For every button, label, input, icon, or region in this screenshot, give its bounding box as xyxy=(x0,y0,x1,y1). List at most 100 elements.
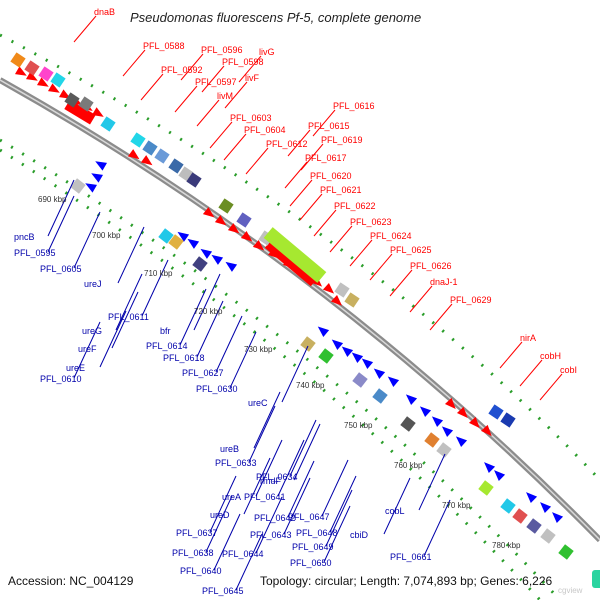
forward-label-leader xyxy=(201,65,225,93)
reverse-label-leader xyxy=(213,513,241,571)
forward-gene-arrow xyxy=(202,207,215,218)
forward-gene-label: cobH xyxy=(540,351,561,361)
reverse-gene-block-shape xyxy=(512,508,528,524)
reverse-gene-block-shape xyxy=(400,416,416,432)
forward-gene-block xyxy=(24,60,40,76)
reverse-gene-arrow-shape xyxy=(441,426,454,438)
forward-gene-block-shape xyxy=(186,172,202,188)
forward-gene-label: PFL_0603 xyxy=(230,113,272,123)
reverse-gene-arrow xyxy=(187,238,200,249)
reverse-gene-arrow xyxy=(441,426,454,438)
forward-gene-label: livF xyxy=(245,73,259,83)
forward-gene-block-shape xyxy=(78,96,94,112)
reverse-gene-block-shape xyxy=(318,348,334,364)
forward-gene-label: cobI xyxy=(560,365,577,375)
kbp-tick-label: 710 kbp xyxy=(144,269,173,278)
forward-gene-label: PFL_0598 xyxy=(222,57,264,67)
reverse-label-leader xyxy=(423,499,451,557)
reverse-gene-label: PFL_0650 xyxy=(290,558,332,568)
forward-label-leader xyxy=(196,99,220,127)
reverse-gene-label: PFL_0642 xyxy=(254,513,296,523)
forward-gene-label: PFL_0596 xyxy=(201,45,243,55)
forward-gene-label: PFL_0597 xyxy=(195,77,237,87)
reverse-gene-arrow-shape xyxy=(540,502,552,514)
reverse-gene-arrow xyxy=(526,492,538,504)
forward-gene-block xyxy=(334,282,350,298)
forward-gene-block-shape xyxy=(10,52,26,68)
reverse-gene-arrow-shape xyxy=(419,406,432,418)
reverse-gene-arrow-shape xyxy=(91,173,104,183)
reverse-gene-arrow-shape xyxy=(351,352,364,363)
forward-gene-label: livM xyxy=(217,91,233,101)
reverse-gene-block xyxy=(400,416,416,432)
reverse-gene-arrow xyxy=(455,436,468,448)
reverse-gene-arrow xyxy=(494,470,506,482)
reverse-gene-arrow xyxy=(95,161,108,171)
reverse-gene-arrow-shape xyxy=(431,416,444,428)
reverse-label-leader xyxy=(418,453,446,511)
reverse-gene-label: PFL_0605 xyxy=(40,264,82,274)
forward-gene-block xyxy=(50,72,66,88)
forward-gene-block xyxy=(488,404,504,420)
topology-text: Topology: circular; Length: 7,074,893 bp… xyxy=(260,574,553,588)
reverse-gene-arrow-shape xyxy=(317,326,330,337)
reverse-label-leader xyxy=(117,226,145,284)
reverse-gene-block-shape xyxy=(168,234,184,250)
reverse-gene-arrow-shape xyxy=(552,512,564,524)
forward-gene-block xyxy=(236,212,252,228)
reverse-gene-block xyxy=(540,528,556,544)
reverse-label-leader xyxy=(47,179,75,237)
forward-gene-arrow-shape xyxy=(25,71,38,81)
forward-label-leader xyxy=(122,49,146,77)
reverse-label-leader xyxy=(111,291,139,349)
reverse-gene-arrow-shape xyxy=(177,231,190,242)
reverse-gene-arrow-shape xyxy=(225,261,238,272)
forward-gene-block xyxy=(218,198,234,214)
forward-gene-arrow-shape xyxy=(202,207,215,218)
forward-label-leader xyxy=(224,81,248,109)
reverse-gene-arrow xyxy=(225,261,238,272)
forward-gene-label: PFL_0604 xyxy=(244,125,286,135)
reverse-gene-arrow xyxy=(341,346,354,357)
reverse-gene-block-shape xyxy=(70,178,86,194)
forward-gene-block-shape xyxy=(154,148,170,164)
forward-label-leader xyxy=(73,15,97,43)
reverse-gene-arrow xyxy=(351,352,364,363)
reverse-label-leader xyxy=(323,505,351,563)
reverse-gene-block xyxy=(192,256,208,272)
reverse-gene-arrow-shape xyxy=(187,238,200,249)
reverse-gene-arrow-shape xyxy=(455,436,468,448)
reverse-label-leader xyxy=(179,288,207,346)
reverse-gene-label: pncB xyxy=(14,232,35,242)
reverse-label-leader xyxy=(289,419,317,477)
forward-gene-arrow-shape xyxy=(444,397,456,410)
forward-gene-block-shape xyxy=(344,292,360,308)
reverse-gene-block xyxy=(158,228,174,244)
reverse-gene-arrow xyxy=(540,502,552,514)
forward-label-leader xyxy=(287,129,311,157)
forward-label-leader xyxy=(223,133,247,161)
reverse-gene-arrow-shape xyxy=(526,492,538,504)
zoom-handle-icon[interactable] xyxy=(592,570,600,588)
forward-gene-arrow xyxy=(444,397,456,410)
kbp-tick-label: 720 kbp xyxy=(194,307,223,316)
reverse-gene-arrow-shape xyxy=(200,248,213,259)
forward-label-leader xyxy=(313,209,337,237)
forward-gene-arrow-shape xyxy=(14,66,27,76)
forward-gene-block xyxy=(500,412,516,428)
reverse-gene-label: ureG xyxy=(82,326,102,336)
reverse-gene-label: cbiD xyxy=(350,530,369,540)
reverse-gene-arrow xyxy=(211,254,224,265)
forward-gene-label: nirA xyxy=(520,333,536,343)
forward-label-leader xyxy=(312,109,336,137)
reverse-gene-block-shape xyxy=(158,228,174,244)
reverse-gene-block xyxy=(526,518,542,534)
reverse-gene-label: ureA xyxy=(222,492,241,502)
forward-gene-block xyxy=(38,66,54,82)
reverse-label-leader xyxy=(99,310,127,368)
backbone-arc xyxy=(0,77,600,543)
forward-gene-block-shape xyxy=(168,158,184,174)
reverse-gene-arrow xyxy=(405,394,418,406)
